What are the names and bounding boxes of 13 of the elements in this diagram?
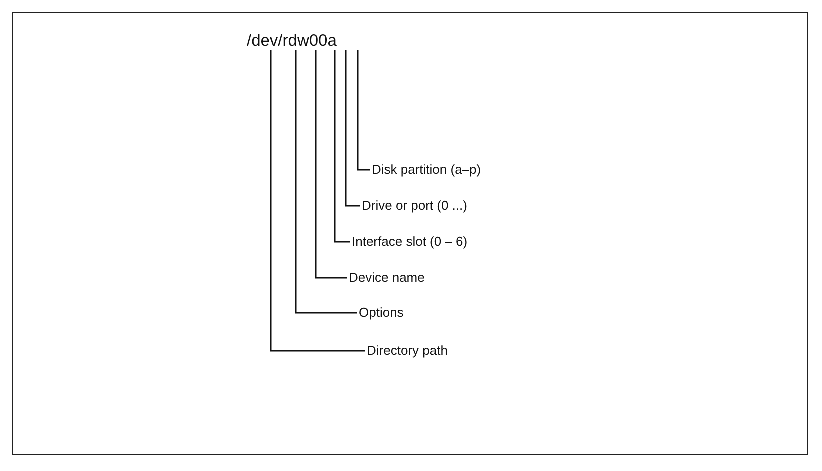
leader-line bbox=[345, 50, 360, 207]
part-label: Interface slot (0 – 6) bbox=[352, 234, 468, 250]
part-label: Drive or port (0 ...) bbox=[362, 198, 468, 214]
device-path: /dev/rdw00a bbox=[247, 33, 337, 49]
leader-line bbox=[357, 50, 370, 171]
part-label: Device name bbox=[349, 270, 425, 286]
part-label: Disk partition (a–p) bbox=[372, 162, 482, 178]
part-label: Directory path bbox=[367, 343, 448, 359]
leader-line bbox=[334, 50, 350, 243]
leader-line bbox=[270, 50, 365, 352]
part-label: Options bbox=[359, 305, 404, 321]
leader-line bbox=[295, 50, 357, 314]
leader-line bbox=[315, 50, 347, 279]
